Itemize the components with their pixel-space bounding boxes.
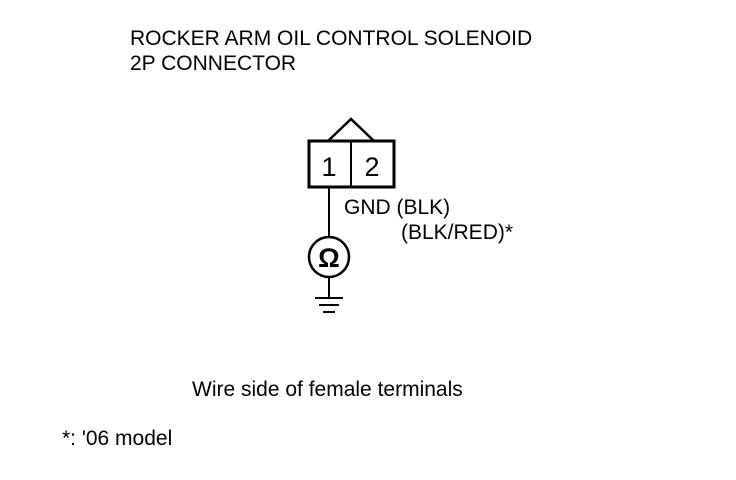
model-footnote: *: '06 model [62,427,173,450]
terminal-view-caption: Wire side of female terminals [192,378,463,401]
pin-2-label: 2 [364,152,379,182]
connector-lock-tab [327,117,375,142]
ohmmeter-icon: Ω [307,235,351,279]
ground-icon [315,297,343,313]
wire-label-alternate: (BLK/RED)* [401,221,514,244]
wire-label-primary: GND (BLK) [344,196,451,219]
title-line-1: ROCKER ARM OIL CONTROL SOLENOID [130,27,533,50]
title-line-2: 2P CONNECTOR [130,52,297,75]
ohm-symbol: Ω [318,243,340,273]
pin-1-label: 1 [321,152,336,182]
